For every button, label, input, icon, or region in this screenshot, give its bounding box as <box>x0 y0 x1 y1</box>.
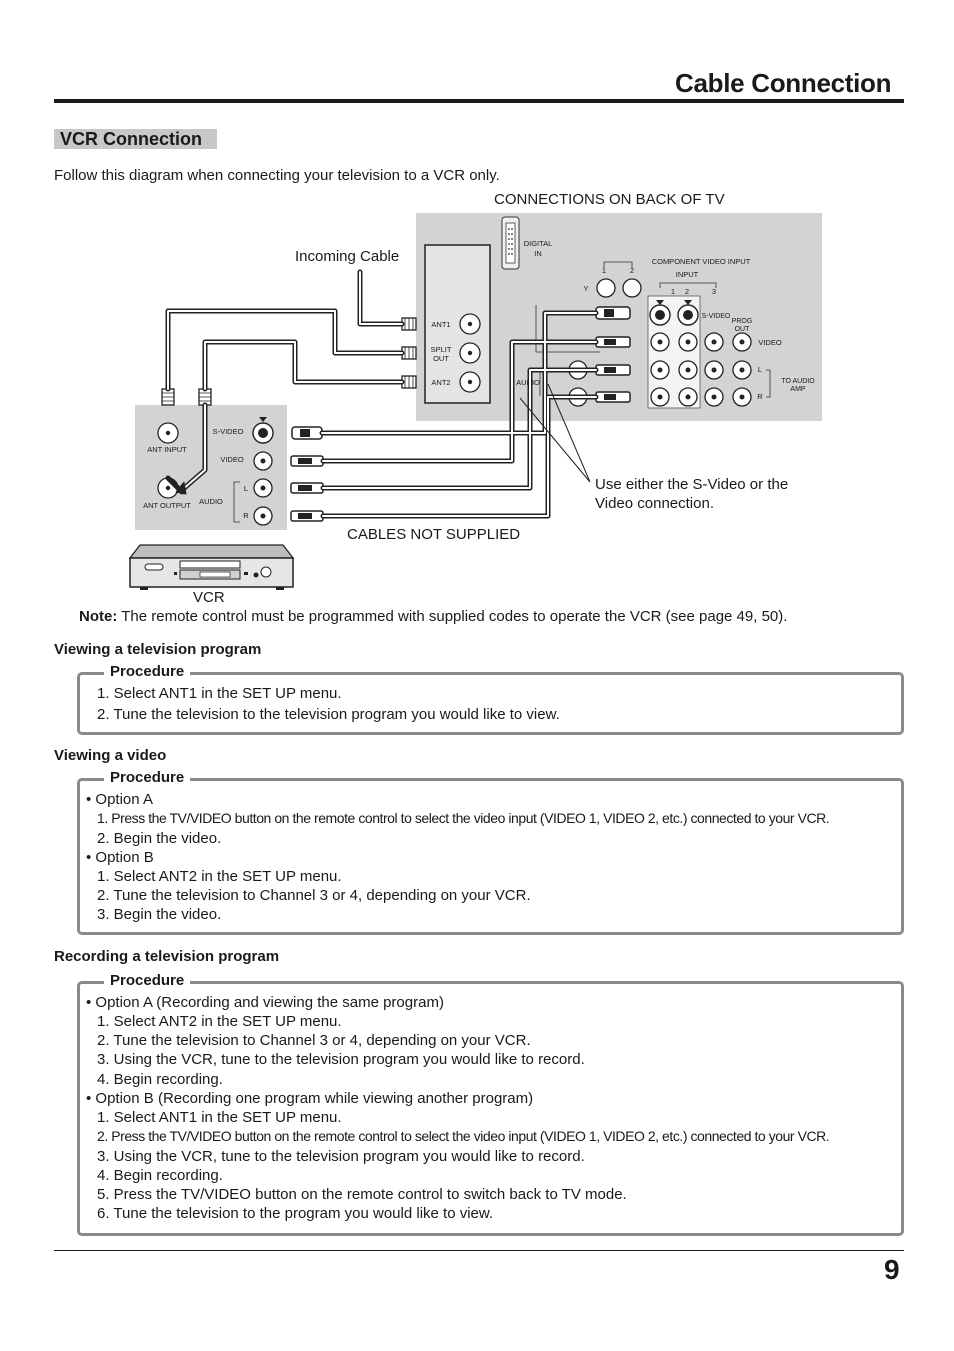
use-either-label: Use either the S-Video or the <box>595 476 788 493</box>
component-video-input-label: COMPONENT VIDEO INPUT <box>652 257 751 266</box>
prog-out-label: PROG <box>732 318 753 325</box>
procedure-option: • Option A (Recording and viewing the sa… <box>86 994 444 1011</box>
vcr-s-video-jack <box>252 417 274 444</box>
input-col-3: 3 <box>712 287 716 296</box>
prog-out-label-2: OUT <box>735 326 751 333</box>
title-divider <box>54 99 904 103</box>
prog-video-label: VIDEO <box>758 338 782 347</box>
vcr-s-video-label: S-VIDEO <box>213 427 244 436</box>
section-heading: VCR Connection <box>54 129 217 149</box>
vcr-ant-output-label: ANT OUTPUT <box>143 501 191 510</box>
procedure-step: 1. Press the TV/VIDEO button on the remo… <box>97 810 830 826</box>
use-either-label-2: Video connection. <box>595 495 714 512</box>
section-heading-viewing-tv: Viewing a television program <box>54 641 262 658</box>
digital-in-label-2: IN <box>534 249 542 258</box>
vcr-r-label: R <box>243 511 249 520</box>
procedure-step: 3. Begin the video. <box>97 906 222 923</box>
procedure-label: Procedure <box>104 664 191 680</box>
to-audio-amp-label-2: AMP <box>790 386 806 393</box>
page-number: 9 <box>884 1254 900 1285</box>
vcr-illustration <box>128 544 295 590</box>
input-col-1: 1 <box>671 287 675 296</box>
note-label: Note: <box>79 608 118 625</box>
procedure-step: 4. Begin recording. <box>97 1167 223 1184</box>
incoming-cable-label: Incoming Cable <box>295 248 399 265</box>
tv-s-video-label: S-VIDEO <box>702 313 731 320</box>
vcr-ant-input-jack <box>157 422 179 444</box>
callout-lines <box>519 383 591 483</box>
component-col-2: 2 <box>630 266 634 275</box>
prog-l-label: L <box>758 365 762 374</box>
tv-split-label-2: OUT <box>433 354 449 363</box>
procedure-option: • Option A <box>86 791 153 808</box>
procedure-step: 1. Select ANT2 in the SET UP menu. <box>97 868 342 885</box>
to-audio-amp-label: TO AUDIO <box>781 378 815 385</box>
procedure-step: 2. Press the TV/VIDEO button on the remo… <box>97 1128 830 1144</box>
procedure-step: 1. Select ANT1 in the SET UP menu. <box>97 1109 342 1126</box>
tv-ant2-jack <box>459 371 481 393</box>
procedure-step: 6. Tune the television to the program yo… <box>97 1205 494 1222</box>
tv-ant2-label: ANT2 <box>431 378 450 387</box>
input-label: INPUT <box>676 270 699 279</box>
tv-plugs <box>401 306 631 403</box>
procedure-box-viewing-video <box>77 778 904 935</box>
vcr-label: VCR <box>193 589 225 606</box>
note-text: The remote control must be programmed wi… <box>117 608 788 625</box>
vcr-audio-label: AUDIO <box>199 497 223 506</box>
vcr-video-label: VIDEO <box>220 455 244 464</box>
vcr-plugs <box>161 388 324 522</box>
tv-split-out-jack <box>459 342 481 364</box>
tv-back-label: CONNECTIONS ON BACK OF TV <box>494 191 725 208</box>
input-col-2: 2 <box>685 287 689 296</box>
procedure-step: 2. Begin the video. <box>97 830 222 847</box>
procedure-step: 2. Tune the television to Channel 3 or 4… <box>97 887 531 904</box>
procedure-step: 1. Select ANT1 in the SET UP menu. <box>97 685 342 702</box>
intro-text: Follow this diagram when connecting your… <box>54 167 500 184</box>
tv-split-label: SPLIT <box>431 345 452 354</box>
footer-divider <box>54 1250 904 1251</box>
procedure-label: Procedure <box>104 770 191 786</box>
procedure-option: • Option B <box>86 849 154 866</box>
procedure-box-viewing-tv <box>77 672 904 735</box>
cables-not-supplied-label: CABLES NOT SUPPLIED <box>347 526 520 543</box>
connection-diagram: DIGITAL IN ANT1 SPLIT OUT ANT2 COMPONENT… <box>128 191 822 606</box>
procedure-option: • Option B (Recording one program while … <box>86 1090 534 1107</box>
tv-ant1-label: ANT1 <box>431 320 450 329</box>
section-heading-viewing-video: Viewing a video <box>54 747 167 764</box>
y-label: Y <box>583 284 588 293</box>
procedure-step: 3. Using the VCR, tune to the television… <box>97 1051 585 1068</box>
procedure-step: 2. Tune the television to Channel 3 or 4… <box>97 1032 531 1049</box>
prog-r-label: R <box>757 392 763 401</box>
procedure-step: 5. Press the TV/VIDEO button on the remo… <box>97 1186 627 1203</box>
procedure-step: 1. Select ANT2 in the SET UP menu. <box>97 1013 342 1030</box>
s-video-input-jacks <box>649 300 699 326</box>
procedure-label: Procedure <box>104 973 191 989</box>
tv-ant1-jack <box>459 313 481 335</box>
vcr-l-label: L <box>244 484 248 493</box>
note: Note: The remote control must be program… <box>79 608 787 625</box>
digital-in-label: DIGITAL <box>524 239 553 248</box>
procedure-step: 4. Begin recording. <box>97 1071 223 1088</box>
component-col-1: 1 <box>602 266 606 275</box>
cables <box>165 269 599 519</box>
vcr-ant-input-label: ANT INPUT <box>147 445 187 454</box>
procedure-step: 2. Tune the television to the television… <box>97 706 560 723</box>
digital-in-connector <box>501 216 520 270</box>
procedure-box-recording <box>77 981 904 1236</box>
page-title: Cable Connection <box>675 68 892 98</box>
procedure-step: 3. Using the VCR, tune to the television… <box>97 1148 585 1165</box>
section-heading-recording: Recording a television program <box>54 948 280 965</box>
